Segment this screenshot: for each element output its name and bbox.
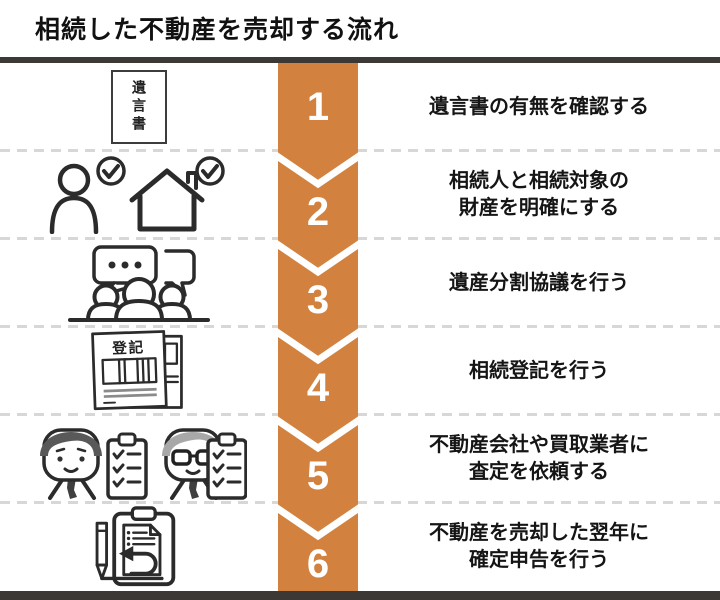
step-row-6: 不動産を売却した翌年に 確定申告を行う	[0, 503, 720, 591]
heir-and-property-check-icon	[49, 156, 225, 234]
step-5-text-line1: 不動産会社や買取業者に	[429, 434, 649, 456]
bottom-border-bar	[0, 591, 720, 600]
chevron-arrows	[278, 152, 358, 541]
dashed-separator	[0, 237, 720, 240]
appraiser-a	[39, 428, 102, 500]
step-number-6: 6	[306, 542, 330, 586]
step-4-text: 相続登記を行う	[469, 359, 609, 382]
step-row-4: 登記 相続登記を行う	[0, 327, 720, 415]
page-title: 相続した不動産を売却する流れ	[35, 16, 400, 44]
step-row-3: 遺産分割協議を行う	[0, 239, 720, 327]
family-discussion-icon	[68, 245, 210, 322]
step-6-text-line1: 不動産を売却した翌年に	[429, 522, 649, 544]
step-1-text: 遺言書の有無を確認する	[429, 95, 649, 118]
step-number-1: 1	[306, 85, 330, 129]
step-number-3: 3	[306, 278, 330, 322]
step-row-1: 遺言書 遺言書の有無を確認する	[0, 63, 720, 151]
checklist-b	[205, 432, 247, 500]
step-number-5: 5	[306, 454, 330, 498]
steps-area: 遺言書 遺言書の有無を確認する	[0, 63, 720, 591]
tax-return-clipboard-icon	[95, 506, 176, 587]
step-row-2: 相続人と相続対象の 財産を明確にする	[0, 151, 720, 239]
step-5-text-line2: 査定を依頼する	[469, 461, 609, 483]
title-underline-bar	[0, 57, 720, 63]
dashed-separator	[0, 413, 720, 416]
step-6-text-line2: 確定申告を行う	[469, 549, 609, 571]
registration-documents-icon: 登記	[91, 330, 183, 411]
will-document-label: 遺言書	[131, 80, 147, 134]
step-number-column: 1 2 3 4 5 6	[278, 63, 358, 591]
step-2-text-line1: 相続人と相続対象の	[449, 170, 629, 192]
checklist-a	[105, 432, 148, 500]
dashed-separator	[0, 149, 720, 152]
will-document-icon: 遺言書	[111, 70, 167, 144]
step-number-2: 2	[306, 190, 330, 234]
step-number-4: 4	[306, 366, 330, 410]
dashed-separator	[0, 501, 720, 504]
step-2-text-line2: 財産を明確にする	[458, 197, 620, 219]
step-row-5: 不動産会社や買取業者に 査定を依頼する	[0, 415, 720, 503]
dashed-separator	[0, 325, 720, 328]
step-3-text: 遺産分割協議を行う	[449, 271, 629, 294]
registration-doc-label: 登記	[111, 338, 145, 357]
appraiser-checklist-icon	[39, 428, 247, 500]
